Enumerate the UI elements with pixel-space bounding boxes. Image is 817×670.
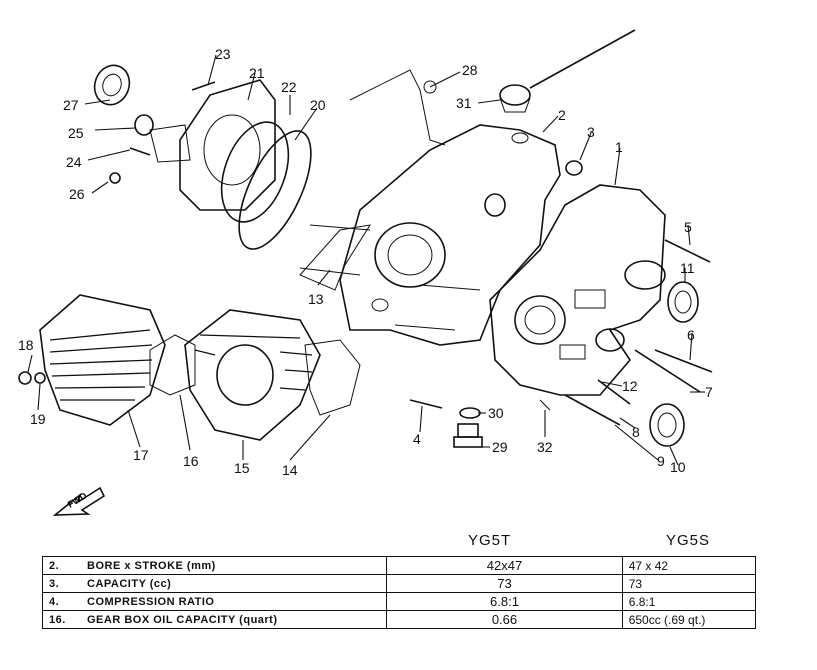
small-bolts <box>109 81 216 184</box>
assembly-bolts <box>409 239 713 426</box>
callout-4: 4 <box>413 431 421 447</box>
callout-9: 9 <box>657 453 665 469</box>
callout-14: 14 <box>282 462 298 478</box>
callout-21: 21 <box>249 65 265 81</box>
table-row: 4. COMPRESSION RATIO 6.8:1 6.8:1 <box>41 592 757 611</box>
leader-lines <box>27 54 705 466</box>
row-label: GEAR BOX OIL CAPACITY (quart) <box>87 613 278 626</box>
column-header-yg5t: YG5T <box>468 532 512 549</box>
cylinder-gasket <box>149 334 196 396</box>
fwd-label: FWD <box>66 490 89 510</box>
callout-2: 2 <box>558 107 566 123</box>
oil-seal-27 <box>93 64 131 106</box>
value-yg5s: 73 <box>621 574 757 593</box>
studs <box>299 224 481 331</box>
callout-20: 20 <box>310 97 326 113</box>
row-number: 16. <box>49 613 66 626</box>
value-yg5s: 47 x 42 <box>621 556 757 575</box>
right-crankcase <box>489 184 666 396</box>
callout-10: 10 <box>670 459 686 475</box>
column-header-yg5s: YG5S <box>666 532 711 549</box>
row-label: CAPACITY (cc) <box>87 577 172 590</box>
value-yg5s: 6.8:1 <box>621 592 757 611</box>
table-row: 16. GEAR BOX OIL CAPACITY (quart) 0.66 65… <box>41 610 757 629</box>
exhaust-gasket <box>304 339 361 416</box>
gasket-22 <box>220 121 290 223</box>
gasket-20 <box>238 130 312 250</box>
forward-arrow: FWD <box>52 486 106 516</box>
callout-3: 3 <box>587 124 595 140</box>
callout-7: 7 <box>705 384 713 400</box>
callout-13: 13 <box>308 291 324 307</box>
callout-6: 6 <box>687 327 695 343</box>
row-label: COMPRESSION RATIO <box>87 595 215 608</box>
table-row: 3. CAPACITY (cc) 73 73 <box>41 574 757 593</box>
right-cylinder <box>184 309 321 441</box>
table-row: 2. BORE x STROKE (mm) 42x47 47 x 42 <box>41 556 757 575</box>
callout-23: 23 <box>215 46 231 62</box>
callout-22: 22 <box>281 79 297 95</box>
callout-28: 28 <box>462 62 478 78</box>
value-yg5t: 0.66 <box>386 610 623 629</box>
value-yg5t: 42x47 <box>386 556 623 575</box>
value-yg5t: 73 <box>386 574 623 593</box>
callout-26: 26 <box>69 186 85 202</box>
value-yg5t: 6.8:1 <box>386 592 623 611</box>
left-cylinder <box>39 294 166 426</box>
oil-seal-11 <box>667 281 699 323</box>
row-number: 3. <box>49 577 60 590</box>
callout-8: 8 <box>632 424 640 440</box>
callout-17: 17 <box>133 447 149 463</box>
callout-15: 15 <box>234 460 250 476</box>
dipstick <box>499 29 636 113</box>
callout-12: 12 <box>622 378 638 394</box>
callout-30: 30 <box>488 405 504 421</box>
spec-table: 2. BORE x STROKE (mm) 42x47 47 x 42 3. CAP… <box>41 556 757 629</box>
callout-1: 1 <box>615 139 623 155</box>
crankcase-cover <box>149 79 276 211</box>
left-crankcase <box>339 124 561 346</box>
callout-25: 25 <box>68 125 84 141</box>
callout-24: 24 <box>66 154 82 170</box>
callout-5: 5 <box>684 219 692 235</box>
o-ring-25 <box>134 114 154 136</box>
oil-seal-10 <box>649 403 685 447</box>
callout-31: 31 <box>456 95 472 111</box>
callout-19: 19 <box>30 411 46 427</box>
breather-hose <box>349 69 446 146</box>
callout-16: 16 <box>183 453 199 469</box>
callout-29: 29 <box>492 439 508 455</box>
callout-27: 27 <box>63 97 79 113</box>
callout-18: 18 <box>18 337 34 353</box>
crankcase-gasket <box>299 224 372 291</box>
value-yg5s: 650cc (.69 qt.) <box>621 610 757 629</box>
callouts: 1 2 3 4 5 6 7 8 9 10 11 12 13 14 15 16 1… <box>18 46 713 478</box>
callout-32: 32 <box>537 439 553 455</box>
row-number: 4. <box>49 595 60 608</box>
row-label: BORE x STROKE (mm) <box>87 559 216 572</box>
row-number: 2. <box>49 559 60 572</box>
callout-11: 11 <box>680 260 695 276</box>
